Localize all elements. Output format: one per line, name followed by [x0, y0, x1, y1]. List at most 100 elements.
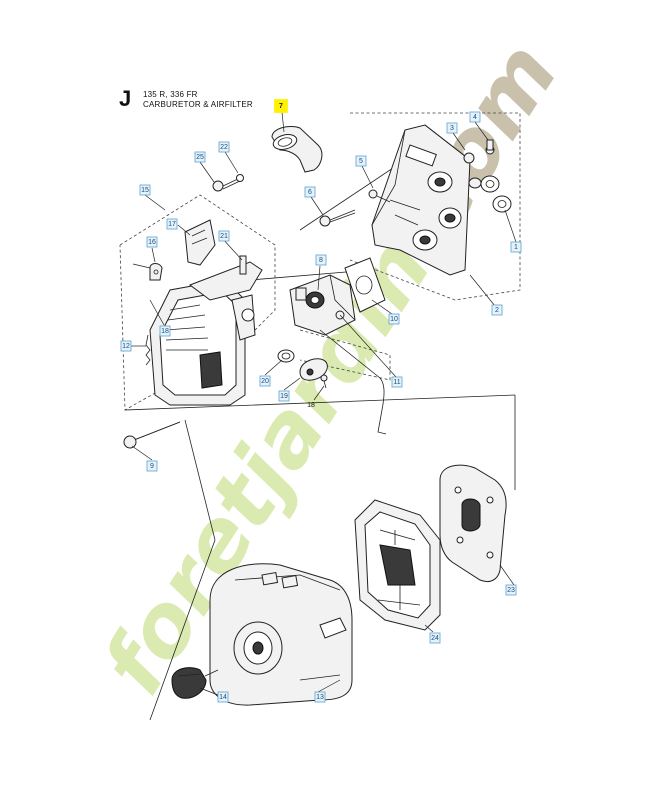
callout-label: 9	[150, 463, 154, 470]
callout-9: 9	[146, 460, 158, 472]
callout-label: 8	[319, 257, 323, 264]
callout-24: 24	[429, 632, 441, 644]
long-bolt-part	[123, 421, 181, 449]
callout-label: 4	[473, 114, 477, 121]
callout-11: 11	[391, 376, 403, 388]
callout-label: 17	[168, 221, 176, 228]
callout-box	[314, 691, 326, 703]
intake-elbow-part	[271, 125, 323, 173]
callout-20: 20	[259, 375, 271, 387]
callout-21: 21	[218, 230, 230, 242]
callout-label: 18	[307, 402, 315, 409]
callout-16: 16	[146, 236, 158, 248]
callout-label: 22	[220, 144, 228, 151]
callout-label: 13	[316, 694, 324, 701]
section-letter: J	[119, 86, 132, 111]
seal-lever-screw	[277, 349, 328, 389]
callout-label: 6	[308, 189, 312, 196]
callout-box	[159, 325, 171, 337]
callout-box	[505, 584, 517, 596]
callout-layer: 1234567891011121314151617181819202122232…	[120, 99, 522, 703]
callout-25: 25	[194, 151, 206, 163]
callout-7: 7	[274, 99, 288, 113]
callout-leaders	[130, 111, 517, 696]
callout-box	[469, 111, 481, 123]
bolts-25-22	[212, 174, 244, 192]
callout-12: 12	[120, 340, 132, 352]
callout-6: 6	[304, 186, 316, 198]
callout-label: 2	[495, 307, 499, 314]
choke-bracket-part	[132, 219, 247, 281]
filter-housing-part	[149, 261, 263, 406]
filter-holder-part	[354, 499, 441, 631]
callout-label: 5	[359, 158, 363, 165]
callout-label: 10	[390, 316, 398, 323]
callout-label: 7	[279, 103, 283, 110]
callout-box	[388, 313, 400, 325]
callout-2: 2	[491, 304, 503, 316]
callout-label: 25	[196, 154, 204, 161]
air-filter-part	[439, 464, 507, 583]
callout-box	[194, 151, 206, 163]
air-filter-cover-part	[209, 563, 353, 706]
callout-box	[166, 218, 178, 230]
callout-1: 1	[510, 241, 522, 253]
callout-box	[315, 254, 327, 266]
callout-label: 14	[219, 694, 227, 701]
callout-box	[355, 155, 367, 167]
callout-3: 3	[446, 122, 458, 134]
carburetor-part	[289, 274, 356, 336]
callout-box	[120, 340, 132, 352]
callout-23: 23	[505, 584, 517, 596]
callout-box	[217, 691, 229, 703]
cover-knob-part	[171, 667, 219, 699]
callout-label: 1	[514, 244, 518, 251]
callout-17: 17	[166, 218, 178, 230]
callout-label: 24	[431, 635, 439, 642]
callout-box	[139, 184, 151, 196]
callout-label: 23	[507, 587, 515, 594]
manifold-fasteners	[463, 139, 512, 213]
callout-box	[218, 141, 230, 153]
callout-label: 12	[122, 343, 130, 350]
callout-15: 15	[139, 184, 151, 196]
callout-box	[510, 241, 522, 253]
callout-box	[304, 186, 316, 198]
callout-box	[274, 99, 288, 113]
callout-box	[218, 230, 230, 242]
callout-box	[491, 304, 503, 316]
callout-8: 8	[315, 254, 327, 266]
carburetor-group-outline	[299, 329, 391, 381]
section-title: CARBURETOR & AIRFILTER	[143, 100, 253, 109]
intake-group-outline	[349, 112, 521, 301]
callout-5: 5	[355, 155, 367, 167]
callout-18b: 18	[307, 402, 315, 409]
callout-label: 21	[220, 233, 228, 240]
callout-4: 4	[469, 111, 481, 123]
callout-label: 20	[261, 378, 269, 385]
callout-box	[446, 122, 458, 134]
callout-label: 15	[141, 187, 149, 194]
hex-key-part	[319, 329, 387, 435]
callout-label: 16	[148, 239, 156, 246]
callout-19: 19	[278, 390, 290, 402]
gasket-part	[344, 257, 386, 313]
callout-18a: 18	[159, 325, 171, 337]
screws-5-6	[319, 189, 391, 227]
intake-manifold-part	[371, 124, 471, 276]
callout-10: 10	[388, 313, 400, 325]
spring-part	[145, 334, 151, 366]
callout-13: 13	[314, 691, 326, 703]
callout-box	[146, 460, 158, 472]
callout-14: 14	[217, 691, 229, 703]
model-title: 135 R, 336 FR	[143, 90, 198, 99]
callout-label: 18	[161, 328, 169, 335]
callout-box	[146, 236, 158, 248]
callout-label: 3	[450, 125, 454, 132]
callout-22: 22	[218, 141, 230, 153]
callout-box	[259, 375, 271, 387]
callout-box	[429, 632, 441, 644]
callout-label: 19	[280, 393, 288, 400]
